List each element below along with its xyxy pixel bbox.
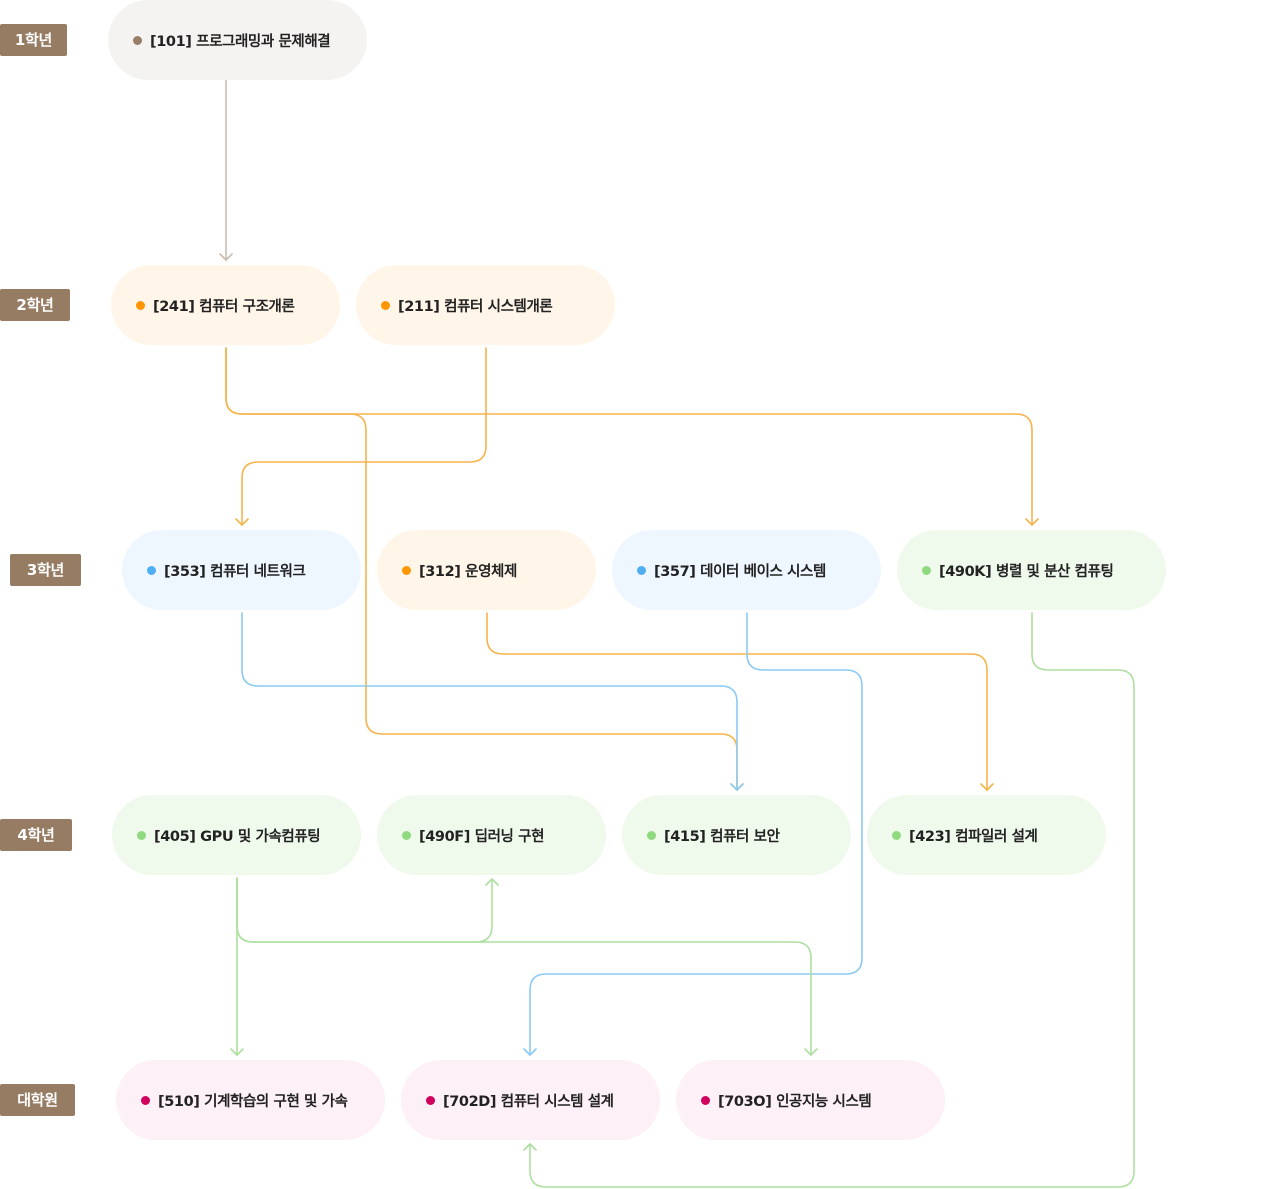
- edge-line: [486, 612, 988, 791]
- course-353[interactable]: [353] 컴퓨터 네트워크: [122, 530, 361, 610]
- course-label: [490F] 딥러닝 구현: [419, 828, 545, 845]
- edge-line: [236, 877, 812, 1056]
- arrow-head-icon: [235, 518, 249, 526]
- arrow-head-icon: [485, 878, 499, 886]
- category-dot: [402, 830, 411, 840]
- course-490k[interactable]: [490K] 병렬 및 분산 컴퓨팅: [897, 530, 1166, 610]
- course-label: [405] GPU 및 가속컴퓨팅: [154, 828, 321, 845]
- edge-line: [241, 612, 738, 791]
- course-label: [241] 컴퓨터 구조개론: [153, 298, 295, 315]
- course-label: [490K] 병렬 및 분산 컴퓨팅: [939, 563, 1114, 580]
- course-label: [101] 프로그래밍과 문제해결: [150, 33, 331, 50]
- course-405[interactable]: [405] GPU 및 가속컴퓨팅: [112, 795, 361, 875]
- course-label: [353] 컴퓨터 네트워크: [164, 563, 306, 580]
- arrow-head-icon: [523, 1143, 537, 1151]
- category-dot: [133, 35, 142, 45]
- category-dot: [701, 1095, 710, 1105]
- course-357[interactable]: [357] 데이터 베이스 시스템: [612, 530, 881, 610]
- course-label: [510] 기계학습의 구현 및 가속: [158, 1093, 348, 1110]
- course-510[interactable]: [510] 기계학습의 구현 및 가속: [116, 1060, 385, 1140]
- arrow-head-icon: [1025, 518, 1039, 526]
- edge-line: [236, 877, 493, 943]
- course-label: [211] 컴퓨터 시스템개론: [398, 298, 553, 315]
- course-415[interactable]: [415] 컴퓨터 보안: [622, 795, 851, 875]
- edge-c312-to-c423: [486, 612, 994, 791]
- year-label-3: 3학년: [10, 554, 81, 586]
- course-label: [423] 컴파일러 설계: [909, 828, 1038, 845]
- edge-c241-to-c490k: [225, 347, 1039, 526]
- category-dot: [637, 565, 646, 575]
- arrow-head-icon: [523, 1048, 537, 1056]
- arrow-head-icon: [730, 783, 744, 791]
- edge-c211-to-c353: [235, 347, 487, 526]
- edge-c353-to-c415: [241, 612, 744, 791]
- category-dot: [147, 565, 156, 575]
- edge-line: [241, 347, 487, 526]
- course-label: [357] 데이터 베이스 시스템: [654, 563, 826, 580]
- year-label-4: 4학년: [0, 819, 72, 851]
- category-dot: [402, 565, 411, 575]
- arrow-head-icon: [804, 1048, 818, 1056]
- category-dot: [381, 300, 390, 310]
- edge-line: [225, 347, 1033, 526]
- category-dot: [141, 1095, 150, 1105]
- course-label: [415] 컴퓨터 보안: [664, 828, 780, 845]
- course-241[interactable]: [241] 컴퓨터 구조개론: [111, 265, 340, 345]
- year-label-1: 1학년: [0, 24, 67, 56]
- course-702d[interactable]: [702D] 컴퓨터 시스템 설계: [401, 1060, 660, 1140]
- year-label-2: 2학년: [0, 289, 70, 321]
- course-101[interactable]: [101] 프로그래밍과 문제해결: [108, 0, 367, 80]
- category-dot: [892, 830, 901, 840]
- arrow-head-icon: [230, 1048, 244, 1056]
- category-dot: [136, 300, 145, 310]
- course-label: [703O] 인공지능 시스템: [718, 1093, 872, 1110]
- arrow-head-icon: [219, 253, 233, 261]
- course-312[interactable]: [312] 운영체제: [377, 530, 596, 610]
- course-label: [702D] 컴퓨터 시스템 설계: [443, 1093, 614, 1110]
- category-dot: [647, 830, 656, 840]
- course-423[interactable]: [423] 컴파일러 설계: [867, 795, 1106, 875]
- edge-c405-to-c703o: [236, 877, 818, 1056]
- course-703o[interactable]: [703O] 인공지능 시스템: [676, 1060, 945, 1140]
- edge-c101-to-c241: [219, 79, 233, 261]
- edge-c405-to-c510: [230, 877, 244, 1056]
- year-label-grad: 대학원: [0, 1084, 75, 1116]
- course-490f[interactable]: [490F] 딥러닝 구현: [377, 795, 606, 875]
- category-dot: [922, 565, 931, 575]
- arrow-head-icon: [730, 783, 744, 791]
- course-label: [312] 운영체제: [419, 563, 517, 580]
- category-dot: [137, 830, 146, 840]
- edge-c405-to-c490f: [236, 877, 499, 943]
- course-211[interactable]: [211] 컴퓨터 시스템개론: [356, 265, 615, 345]
- category-dot: [426, 1095, 435, 1105]
- arrow-head-icon: [980, 783, 994, 791]
